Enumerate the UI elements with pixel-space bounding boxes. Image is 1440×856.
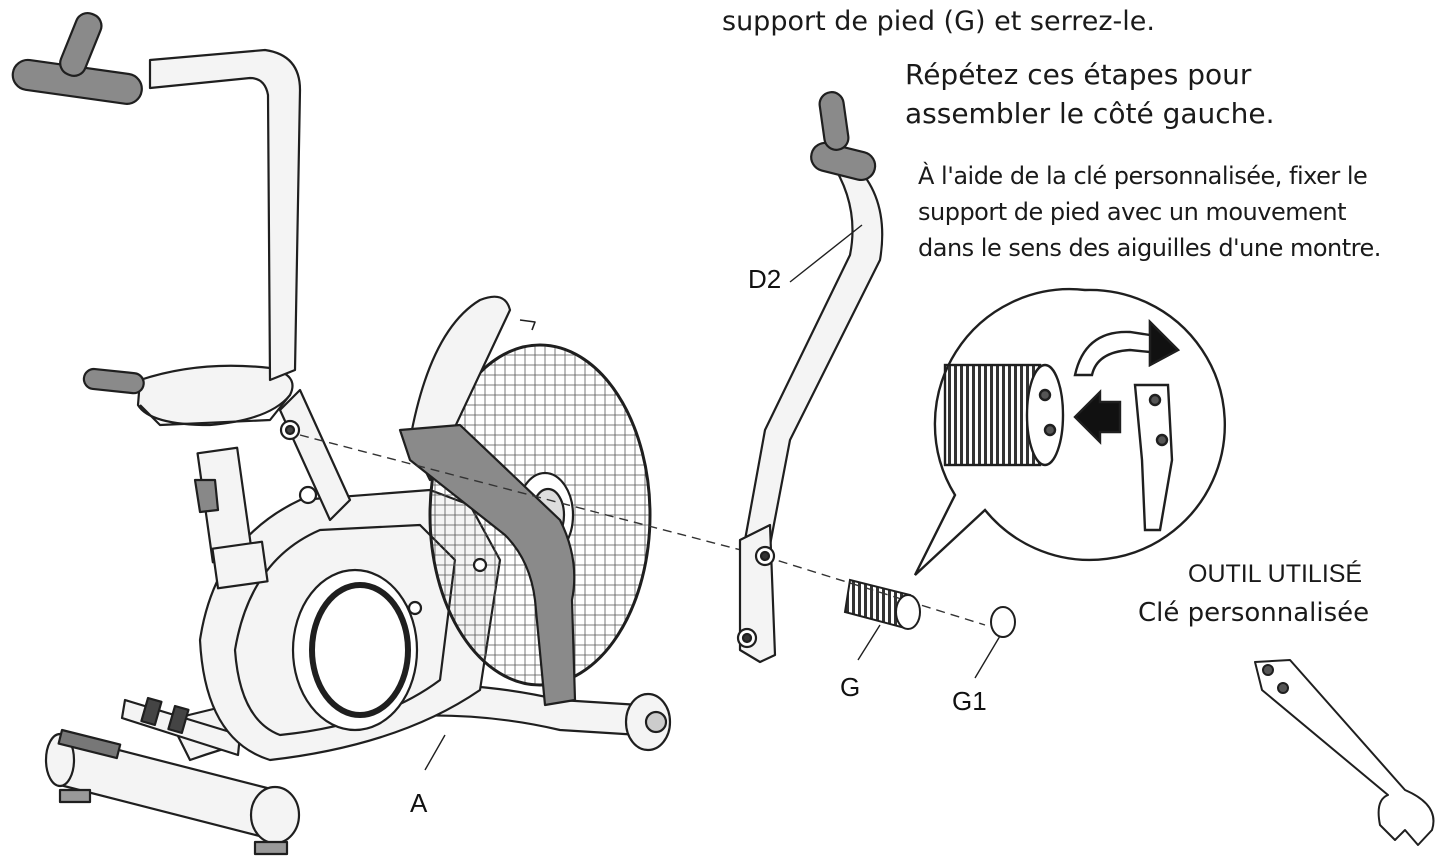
moving-arm: [398, 423, 577, 707]
exercise-bike: [11, 11, 672, 856]
front-stabilizer: [44, 728, 301, 856]
label-d2: D2: [748, 264, 782, 294]
tool-heading: OUTIL UTILISÉ: [1188, 560, 1363, 588]
wrench-instruction-line1: À l'aide de la clé personnalisée, fixer …: [918, 162, 1368, 190]
repeat-instruction-line2: assembler le côté gauche.: [905, 97, 1275, 130]
main-handlebar: [11, 11, 302, 382]
push-arrow-icon: [1073, 389, 1122, 445]
label-g: G: [840, 672, 861, 702]
wrench-instruction-line2: support de pied avec un mouvement: [918, 198, 1347, 226]
front-footrest: [120, 696, 242, 757]
label-g1: G1: [952, 686, 987, 716]
footrest-g: [843, 578, 921, 630]
instruction-top-line: support de pied (G) et serrez-le.: [722, 6, 1155, 37]
wrench-instruction-line3: dans le sens des aiguilles d'une montre.: [918, 234, 1381, 262]
detail-callout: [913, 288, 1226, 576]
leader-a: [424, 734, 446, 771]
cap-g1: [990, 606, 1016, 638]
leader-g1: [974, 635, 1001, 679]
leader-g: [857, 624, 881, 661]
repeat-instruction-line1: Répétez ces étapes pour: [905, 58, 1252, 91]
custom-wrench: [1254, 659, 1435, 846]
tool-name: Clé personnalisée: [1138, 598, 1370, 628]
handle-d2: [736, 91, 884, 664]
leader-d2: [789, 224, 863, 283]
label-a: A: [410, 788, 428, 818]
